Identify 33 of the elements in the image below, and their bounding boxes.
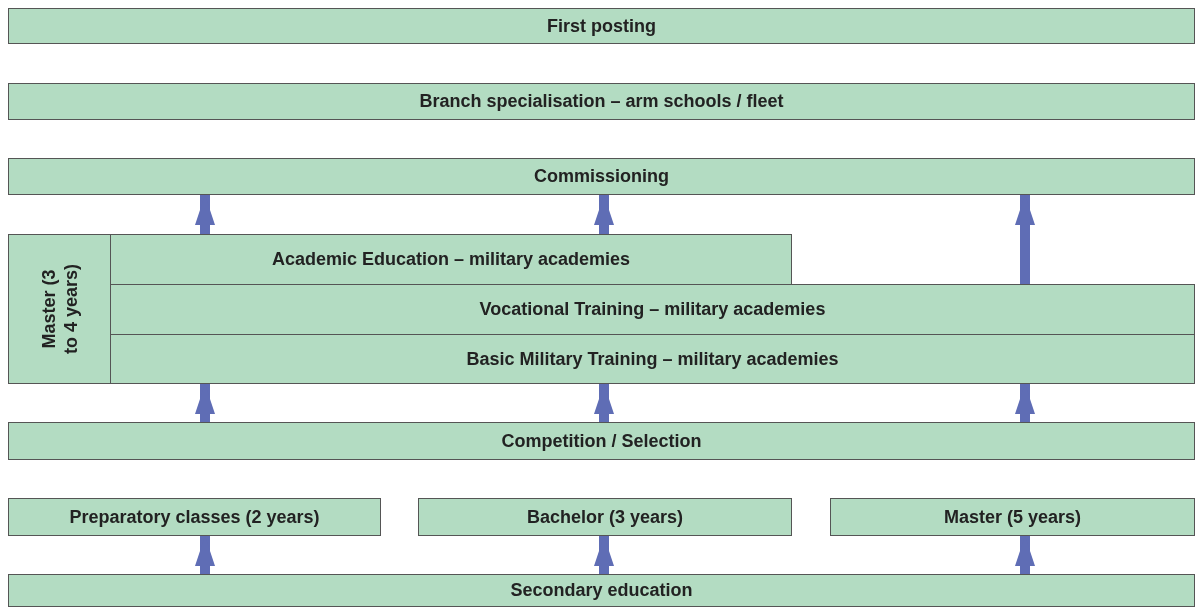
stage-label: Academic Education – military academies bbox=[271, 248, 631, 271]
arrow bbox=[1015, 195, 1035, 284]
stage-box bbox=[8, 498, 381, 536]
stage-label: Master (5 years) bbox=[943, 505, 1082, 529]
stage-label: Secondary education bbox=[510, 579, 693, 602]
arrow bbox=[195, 384, 215, 422]
stage-box bbox=[110, 334, 1195, 384]
arrow bbox=[1015, 384, 1035, 422]
stage-box bbox=[8, 8, 1195, 44]
stage-label: Basic Military Training – military academies bbox=[466, 347, 839, 371]
stage-box bbox=[8, 158, 1195, 195]
stage-label: Branch specialisation – arm schools / fleet bbox=[419, 90, 784, 113]
stage-label: Master (3 to 4 years) bbox=[37, 263, 82, 357]
arrow bbox=[195, 195, 215, 234]
stage-box bbox=[8, 234, 111, 384]
arrow bbox=[594, 384, 614, 422]
arrow bbox=[195, 536, 215, 574]
stage-label: First posting bbox=[547, 14, 656, 38]
stage-label: Bachelor (3 years) bbox=[526, 505, 684, 529]
stage-label: Preparatory classes (2 years) bbox=[69, 505, 320, 529]
stage-label: Competition / Selection bbox=[501, 429, 702, 453]
arrow bbox=[594, 536, 614, 574]
stage-box bbox=[8, 422, 1195, 460]
stage-box bbox=[830, 498, 1195, 536]
stage-box bbox=[8, 83, 1195, 120]
stage-label: Vocational Training – military academies bbox=[479, 298, 826, 321]
stage-box bbox=[110, 234, 792, 285]
stage-box bbox=[8, 574, 1195, 607]
stage-box bbox=[418, 498, 792, 536]
arrow bbox=[1015, 536, 1035, 574]
arrow bbox=[594, 195, 614, 234]
stage-label: Commissioning bbox=[534, 165, 669, 188]
stage-box bbox=[110, 284, 1195, 335]
